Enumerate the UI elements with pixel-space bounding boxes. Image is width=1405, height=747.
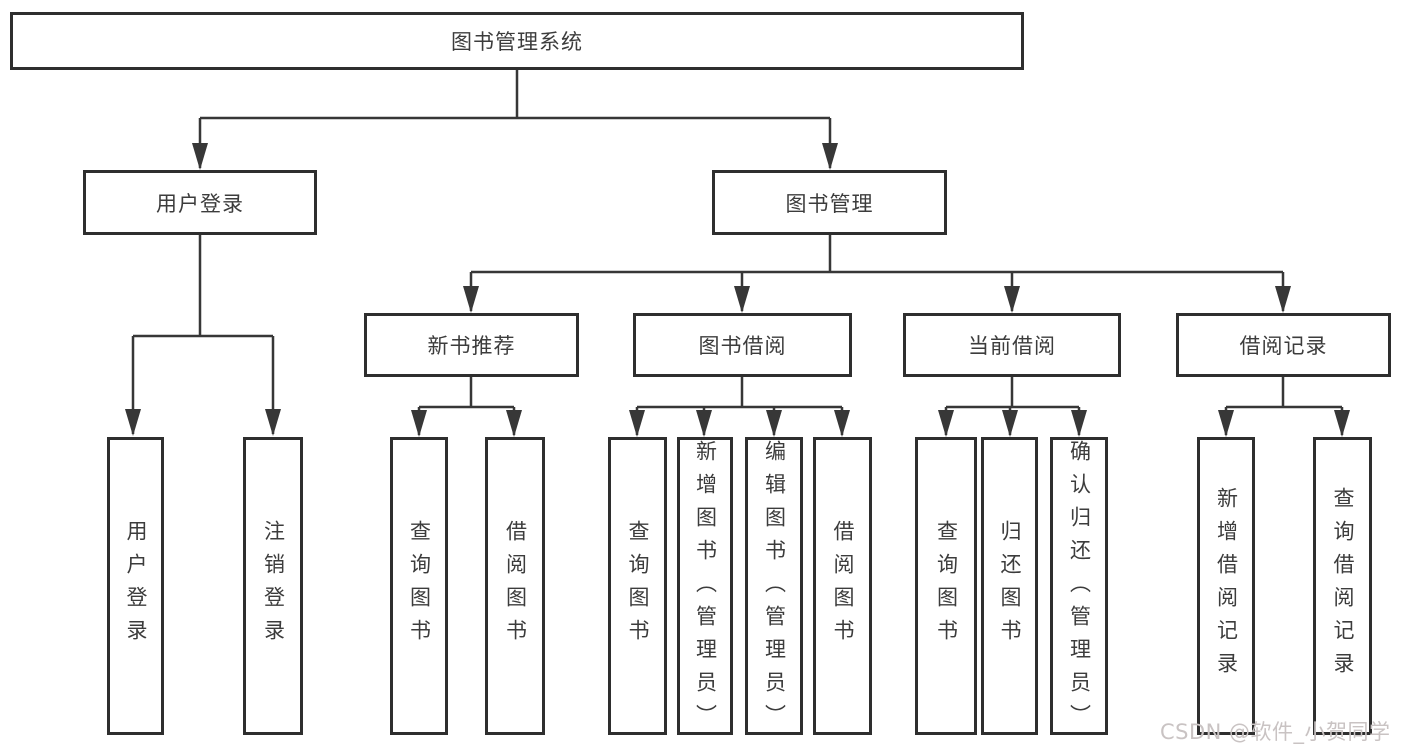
- node-leaf-query-books-1: 查询图书: [390, 437, 448, 735]
- connector-root-to-level2: [198, 70, 832, 168]
- arrowhead-icon: [834, 410, 850, 437]
- node-borrowing-records: 借阅记录: [1176, 313, 1391, 377]
- leaf-label: 查询图书: [626, 520, 650, 652]
- arrowhead-icon: [1071, 410, 1087, 437]
- node-new-book-recommend: 新书推荐: [364, 313, 579, 377]
- leaf-label: 归还图书: [998, 520, 1022, 652]
- node-leaf-add-book-admin: 新增图书（管理员）: [677, 437, 733, 737]
- node-leaf-borrow-books-2: 借阅图书: [813, 437, 872, 735]
- arrowhead-icon: [938, 410, 954, 437]
- node-leaf-query-books-2: 查询图书: [608, 437, 667, 735]
- node-leaf-logout: 注销登录: [243, 437, 303, 735]
- node-leaf-borrow-books-1: 借阅图书: [485, 437, 545, 735]
- leaf-label: 确认归还（管理员）: [1067, 440, 1092, 737]
- arrowhead-icon: [411, 410, 427, 437]
- arrowhead-icon: [1334, 410, 1350, 437]
- node-leaf-query-books-3: 查询图书: [915, 437, 977, 735]
- arrowhead-icon: [629, 410, 645, 437]
- csdn-watermark: CSDN @软件_小贺同学: [1160, 720, 1391, 744]
- arrowhead-icon: [822, 143, 838, 170]
- arrowhead-icon: [265, 409, 281, 436]
- node-current-borrowing: 当前借阅: [903, 313, 1121, 377]
- arrowhead-icon: [125, 409, 141, 436]
- node-user-login-branch: 用户登录: [83, 170, 317, 235]
- arrowhead-icon: [1004, 286, 1020, 313]
- leaf-label: 编辑图书（管理员）: [762, 440, 787, 737]
- leaf-label: 用户登录: [124, 520, 148, 652]
- connector-book-borrow-to-leaves: [635, 377, 844, 435]
- node-root-library-system: 图书管理系统: [10, 12, 1024, 70]
- arrowhead-icon: [734, 286, 750, 313]
- leaf-label: 查询借阅记录: [1331, 487, 1355, 685]
- arrowhead-icon: [506, 410, 522, 437]
- connector-borrow-records-to-leaves: [1224, 377, 1344, 435]
- node-leaf-return-book: 归还图书: [981, 437, 1038, 735]
- leaf-label: 新增图书（管理员）: [693, 440, 718, 737]
- leaf-label: 借阅图书: [831, 520, 855, 652]
- arrowhead-icon: [1275, 286, 1291, 313]
- leaf-label: 新增借阅记录: [1214, 487, 1239, 685]
- arrowheads-group: [125, 143, 1350, 437]
- node-leaf-add-borrow-record: 新增借阅记录: [1197, 437, 1255, 735]
- leaf-label: 查询图书: [407, 520, 432, 652]
- connector-new-books-to-leaves: [417, 377, 516, 435]
- leaf-label: 借阅图书: [503, 520, 528, 652]
- node-book-management-branch: 图书管理: [712, 170, 947, 235]
- leaf-label: 查询图书: [934, 520, 959, 652]
- arrowhead-icon: [192, 143, 208, 170]
- node-leaf-edit-book-admin: 编辑图书（管理员）: [745, 437, 803, 737]
- connector-book-mgmt-to-level3: [469, 235, 1285, 311]
- leaf-label: 注销登录: [261, 520, 286, 652]
- node-leaf-user-login: 用户登录: [107, 437, 164, 735]
- node-leaf-confirm-return-admin: 确认归还（管理员）: [1050, 437, 1108, 737]
- arrowhead-icon: [766, 410, 782, 437]
- arrowhead-icon: [1218, 410, 1234, 437]
- node-leaf-query-borrow-record: 查询借阅记录: [1313, 437, 1372, 735]
- arrowhead-icon: [696, 410, 712, 437]
- arrowhead-icon: [1002, 410, 1018, 437]
- arrowhead-icon: [463, 286, 479, 313]
- node-book-borrowing: 图书借阅: [633, 313, 852, 377]
- connector-user-login-to-leaves: [131, 235, 275, 434]
